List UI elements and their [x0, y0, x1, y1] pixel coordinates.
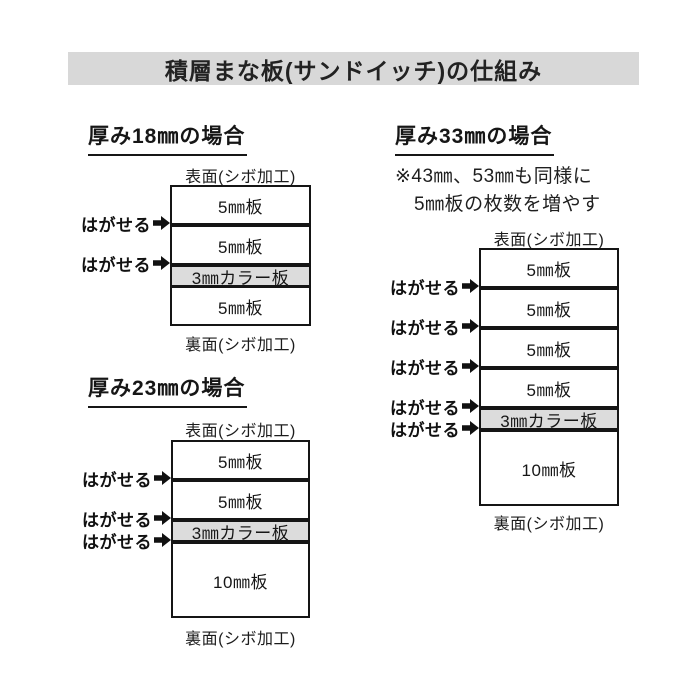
arrow-right-icon [154, 533, 171, 547]
arrow-right-icon [462, 319, 479, 333]
peel-text: はがせる [390, 420, 460, 440]
layer-5mm: 5㎜板 [173, 442, 308, 478]
layer-5mm: 5㎜板 [481, 370, 617, 406]
peel-text: はがせる [82, 510, 152, 530]
arrow-right-icon [154, 471, 171, 485]
peel-seam-line [173, 540, 308, 544]
peel-text: はがせる [81, 215, 151, 235]
peel-label: はがせる [81, 253, 170, 275]
layer-5mm: 5㎜板 [481, 330, 617, 366]
peel-label: はがせる [82, 508, 171, 530]
layer-stack-18mm: 5㎜板 5㎜板 3㎜カラー板 5㎜板 [170, 185, 311, 326]
front-surface-label-33mm: 表面(シボ加工) [493, 232, 605, 249]
arrow-right-icon [462, 279, 479, 293]
layer-5mm: 5㎜板 [173, 482, 308, 518]
peel-label: はがせる [390, 276, 479, 298]
peel-text: はがせる [390, 398, 460, 418]
title-bar: 積層まな板(サンドイッチ)の仕組み [68, 52, 639, 85]
arrow-right-icon [462, 421, 479, 435]
peel-label: はがせる [81, 213, 170, 235]
peel-text: はがせる [390, 278, 460, 298]
layer-10mm: 10㎜板 [173, 544, 308, 616]
layer-5mm: 5㎜板 [172, 288, 309, 324]
section-heading-18mm: 厚み18㎜の場合 [88, 120, 248, 156]
seam-line [172, 285, 309, 288]
peel-text: はがせる [82, 532, 152, 552]
peel-label: はがせる [390, 316, 479, 338]
peel-seam-line [172, 223, 309, 227]
page-title: 積層まな板(サンドイッチ)の仕組み [164, 57, 543, 84]
peel-seam-line [481, 406, 617, 410]
front-surface-label-23mm: 表面(シボ加工) [185, 423, 296, 440]
peel-label: はがせる [390, 396, 479, 418]
peel-label: はがせる [390, 418, 479, 440]
peel-text: はがせる [82, 470, 152, 490]
layer-5mm: 5㎜板 [481, 290, 617, 326]
peel-seam-line [481, 326, 617, 330]
peel-seam-line [481, 286, 617, 290]
peel-label: はがせる [390, 356, 479, 378]
layer-3mm-color: 3㎜カラー板 [481, 410, 617, 431]
front-surface-label-18mm: 表面(シボ加工) [185, 169, 296, 186]
arrow-right-icon [462, 359, 479, 373]
layer-10mm: 10㎜板 [481, 432, 617, 504]
layer-stack-23mm: 5㎜板 5㎜板 3㎜カラー板 10㎜板 [171, 440, 310, 618]
peel-text: はがせる [390, 318, 460, 338]
peel-seam-line [481, 428, 617, 432]
section-heading-33mm: 厚み33㎜の場合 [395, 120, 555, 156]
arrow-right-icon [153, 216, 170, 230]
section-heading-23mm: 厚み23㎜の場合 [88, 372, 248, 408]
arrow-right-icon [153, 256, 170, 270]
layer-5mm: 5㎜板 [172, 187, 309, 223]
peel-label: はがせる [82, 468, 171, 490]
layer-stack-33mm: 5㎜板 5㎜板 5㎜板 5㎜板 3㎜カラー板 10㎜板 [479, 248, 619, 506]
layer-3mm-color: 3㎜カラー板 [172, 267, 309, 288]
peel-seam-line [173, 518, 308, 522]
peel-seam-line [481, 366, 617, 370]
arrow-right-icon [154, 511, 171, 525]
peel-text: はがせる [81, 255, 151, 275]
back-surface-label-33mm: 裏面(シボ加工) [493, 516, 605, 533]
back-surface-label-23mm: 裏面(シボ加工) [185, 631, 296, 648]
layer-5mm: 5㎜板 [481, 250, 617, 286]
note-text: ※43㎜、53㎜も同様に 5㎜板の枚数を増やす [395, 166, 601, 215]
layer-5mm: 5㎜板 [172, 227, 309, 263]
peel-text: はがせる [390, 358, 460, 378]
arrow-right-icon [462, 399, 479, 413]
back-surface-label-18mm: 裏面(シボ加工) [185, 337, 296, 354]
layer-3mm-color: 3㎜カラー板 [173, 522, 308, 543]
peel-seam-line [173, 478, 308, 482]
peel-label: はがせる [82, 530, 171, 552]
peel-seam-line [172, 263, 309, 267]
